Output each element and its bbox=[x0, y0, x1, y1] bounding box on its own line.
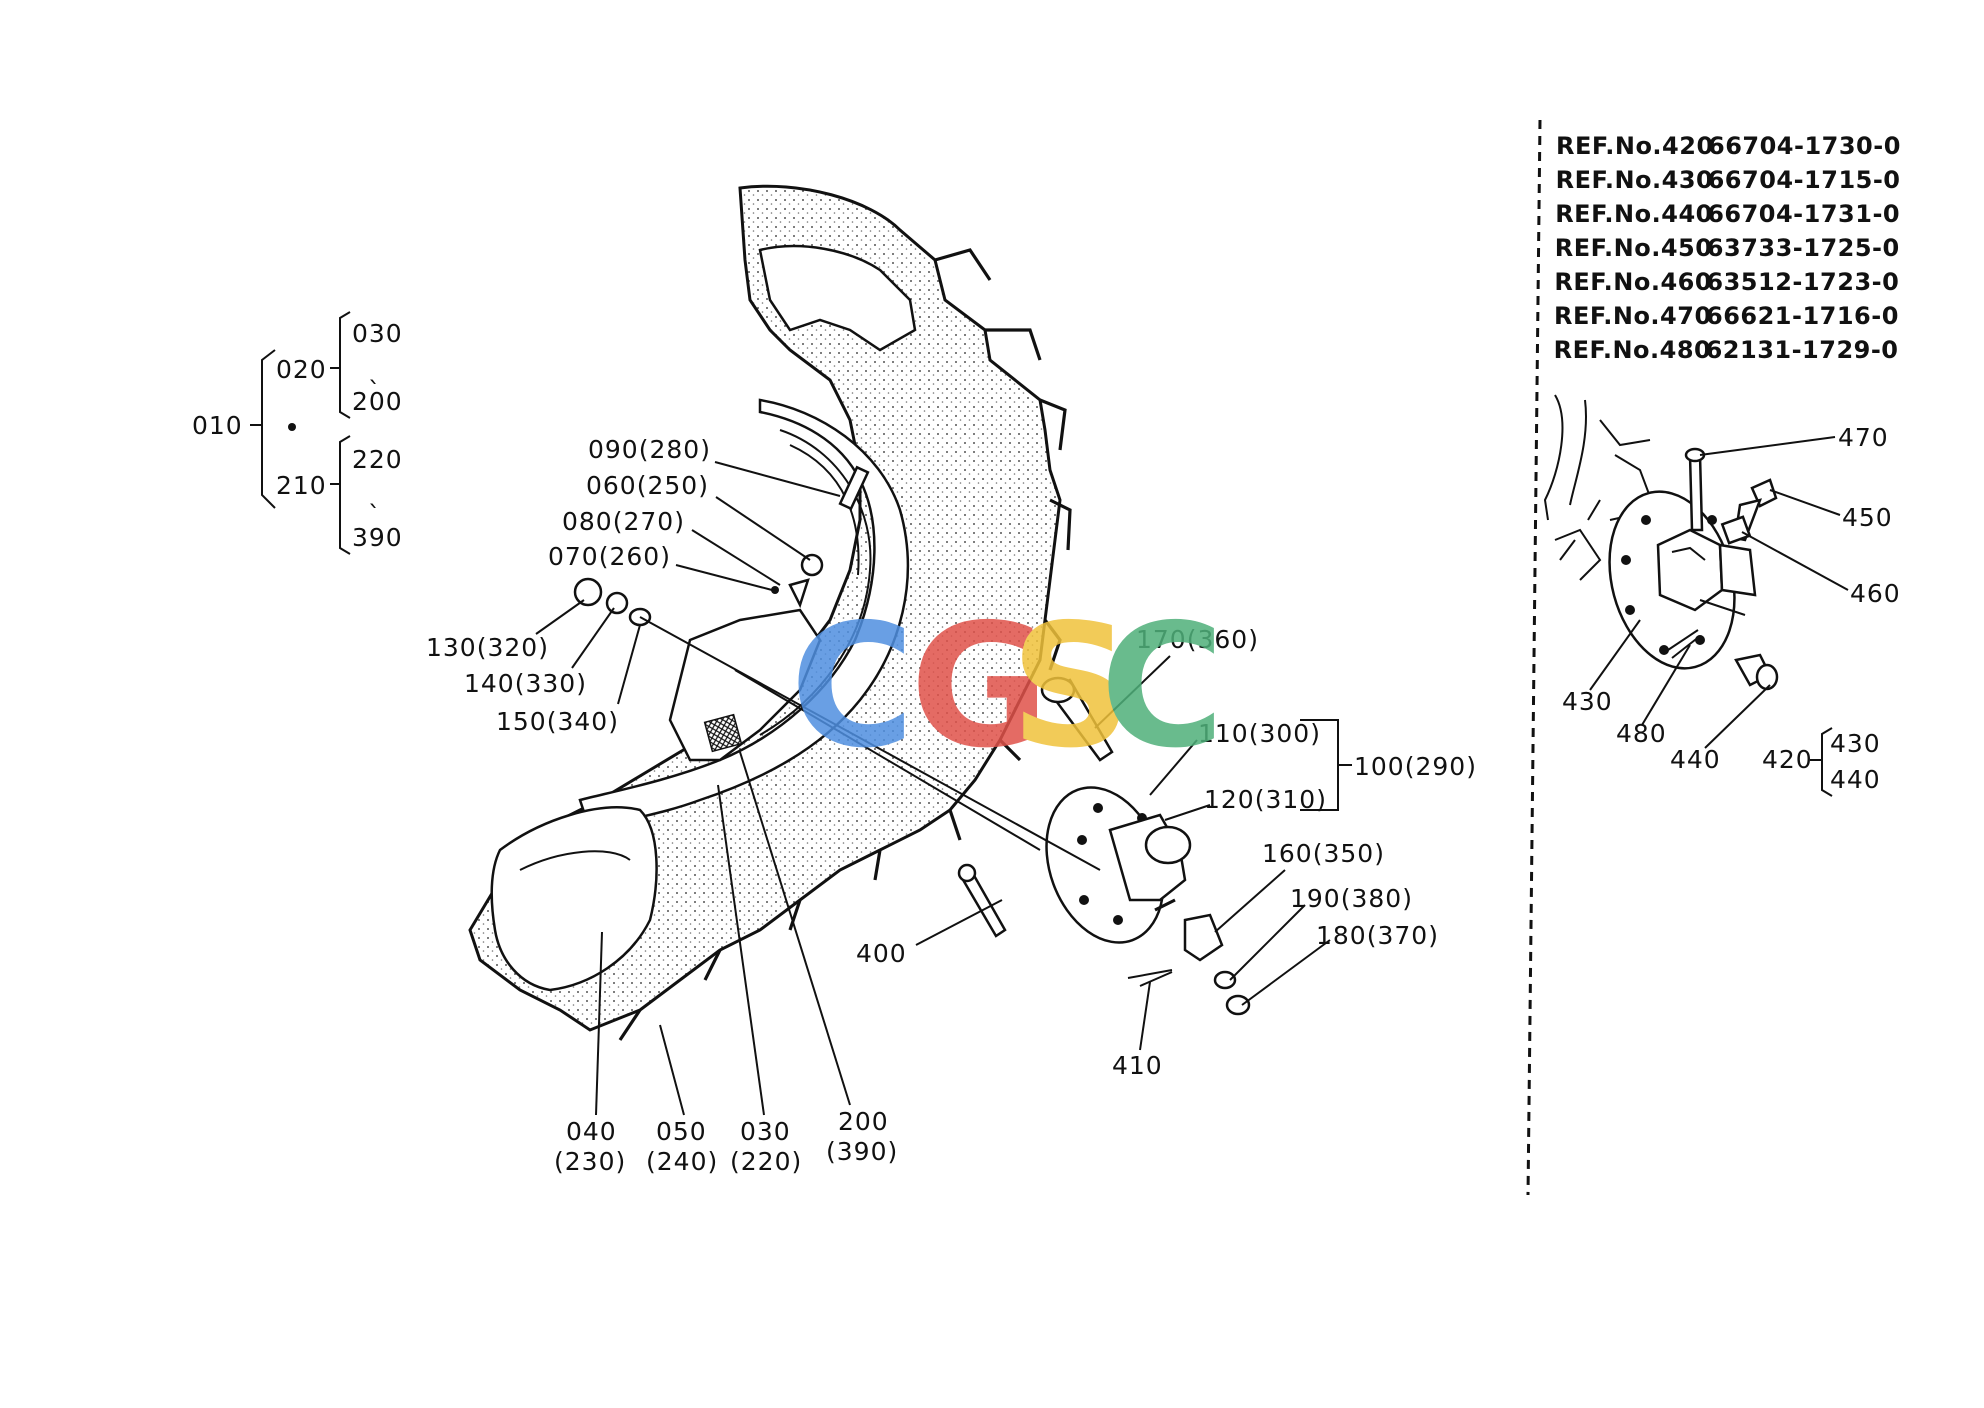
section-divider bbox=[1526, 119, 1542, 1196]
inset-sub-430: 430 bbox=[1830, 729, 1881, 758]
callout-040-alt: (230) bbox=[554, 1147, 626, 1176]
callout-100: 100(290) bbox=[1354, 752, 1477, 781]
ref-label: REF.No.440 bbox=[1555, 200, 1713, 228]
ref-part-number: 63733-1725-0 bbox=[1707, 234, 1900, 262]
callout-200-alt: (390) bbox=[826, 1137, 898, 1166]
reference-number-table: REF.No.42066704-1730-0REF.No.43066704-17… bbox=[1554, 132, 1901, 364]
washer-140-icon bbox=[605, 591, 629, 615]
tree-node-030: 030 bbox=[352, 319, 403, 348]
callout-150: 150(340) bbox=[496, 707, 619, 736]
ref-part-number: 66621-1716-0 bbox=[1706, 302, 1899, 330]
callout-090: 090(280) bbox=[588, 435, 711, 464]
tree-root-code: 010 bbox=[192, 411, 243, 440]
ref-label: REF.No.470 bbox=[1554, 302, 1712, 330]
callout-030: 030 bbox=[740, 1117, 791, 1146]
ref-part-number: 63512-1723-0 bbox=[1706, 268, 1899, 296]
inset-callout-480: 480 bbox=[1616, 719, 1667, 748]
inset-callout-420: 420 bbox=[1762, 745, 1813, 774]
callout-200: 200 bbox=[838, 1107, 889, 1136]
ref-label: REF.No.420 bbox=[1556, 132, 1714, 160]
ref-label: REF.No.450 bbox=[1555, 234, 1713, 262]
inset-callout-460: 460 bbox=[1850, 579, 1901, 608]
callout-110: 110(300) bbox=[1198, 719, 1321, 748]
watermark-letter: C bbox=[1100, 588, 1225, 786]
callout-130: 130(320) bbox=[426, 633, 549, 662]
callout-050: 050 bbox=[656, 1117, 707, 1146]
watermark-letter: S bbox=[1010, 588, 1132, 786]
inset-sub-440: 440 bbox=[1830, 765, 1881, 794]
ref-part-number: 66704-1731-0 bbox=[1707, 200, 1900, 228]
callout-120: 120(310) bbox=[1204, 785, 1327, 814]
tree-range-mark: ˎ bbox=[368, 479, 382, 508]
tree-node-390: 390 bbox=[352, 523, 403, 552]
inset-callout-430: 430 bbox=[1562, 687, 1613, 716]
ref-label: REF.No.460 bbox=[1554, 268, 1712, 296]
inset-callout-470: 470 bbox=[1838, 423, 1889, 452]
callout-190: 190(380) bbox=[1290, 884, 1413, 913]
assembly-tree: 010 020 030 ˎ 200 210 220 ˎ 390 bbox=[192, 311, 403, 555]
callout-170: 170(360) bbox=[1136, 625, 1259, 654]
callout-050-alt: (240) bbox=[646, 1147, 718, 1176]
ref-label: REF.No.480 bbox=[1554, 336, 1712, 364]
ref-label: REF.No.430 bbox=[1556, 166, 1714, 194]
inset-hub-diagram: 470 450 460 430 480 440 420 430 440 bbox=[1543, 394, 1901, 797]
ref-part-number: 66704-1715-0 bbox=[1708, 166, 1901, 194]
tree-node-210: 210 bbox=[276, 471, 327, 500]
callout-160: 160(350) bbox=[1262, 839, 1385, 868]
leader-lines bbox=[535, 461, 1352, 1116]
callout-410: 410 bbox=[1112, 1051, 1163, 1080]
callout-080: 080(270) bbox=[562, 507, 685, 536]
callout-060: 060(250) bbox=[586, 471, 709, 500]
callout-400: 400 bbox=[856, 939, 907, 968]
tree-node-020: 020 bbox=[276, 355, 327, 384]
nut-130-icon bbox=[573, 577, 603, 607]
callout-140: 140(330) bbox=[464, 669, 587, 698]
tree-middle-dot bbox=[288, 423, 296, 431]
tree-node-200: 200 bbox=[352, 387, 403, 416]
tree-node-220: 220 bbox=[352, 445, 403, 474]
watermark-letter: C bbox=[790, 588, 915, 786]
callout-labels: 090(280) 060(250) 080(270) 070(260) 130(… bbox=[426, 435, 1477, 1176]
hub-assembly bbox=[573, 465, 1251, 1016]
tree-range-mark: ˎ bbox=[368, 355, 382, 384]
callout-040: 040 bbox=[566, 1117, 617, 1146]
ref-part-number: 62131-1729-0 bbox=[1706, 336, 1899, 364]
callout-030-alt: (220) bbox=[730, 1147, 802, 1176]
callout-180: 180(370) bbox=[1316, 921, 1439, 950]
inset-callout-440: 440 bbox=[1670, 745, 1721, 774]
callout-070: 070(260) bbox=[548, 542, 671, 571]
ref-part-number: 66704-1730-0 bbox=[1708, 132, 1901, 160]
valve-mesh-icon bbox=[703, 713, 743, 753]
watermark-letter: G bbox=[910, 588, 1050, 786]
inset-callout-450: 450 bbox=[1842, 503, 1893, 532]
